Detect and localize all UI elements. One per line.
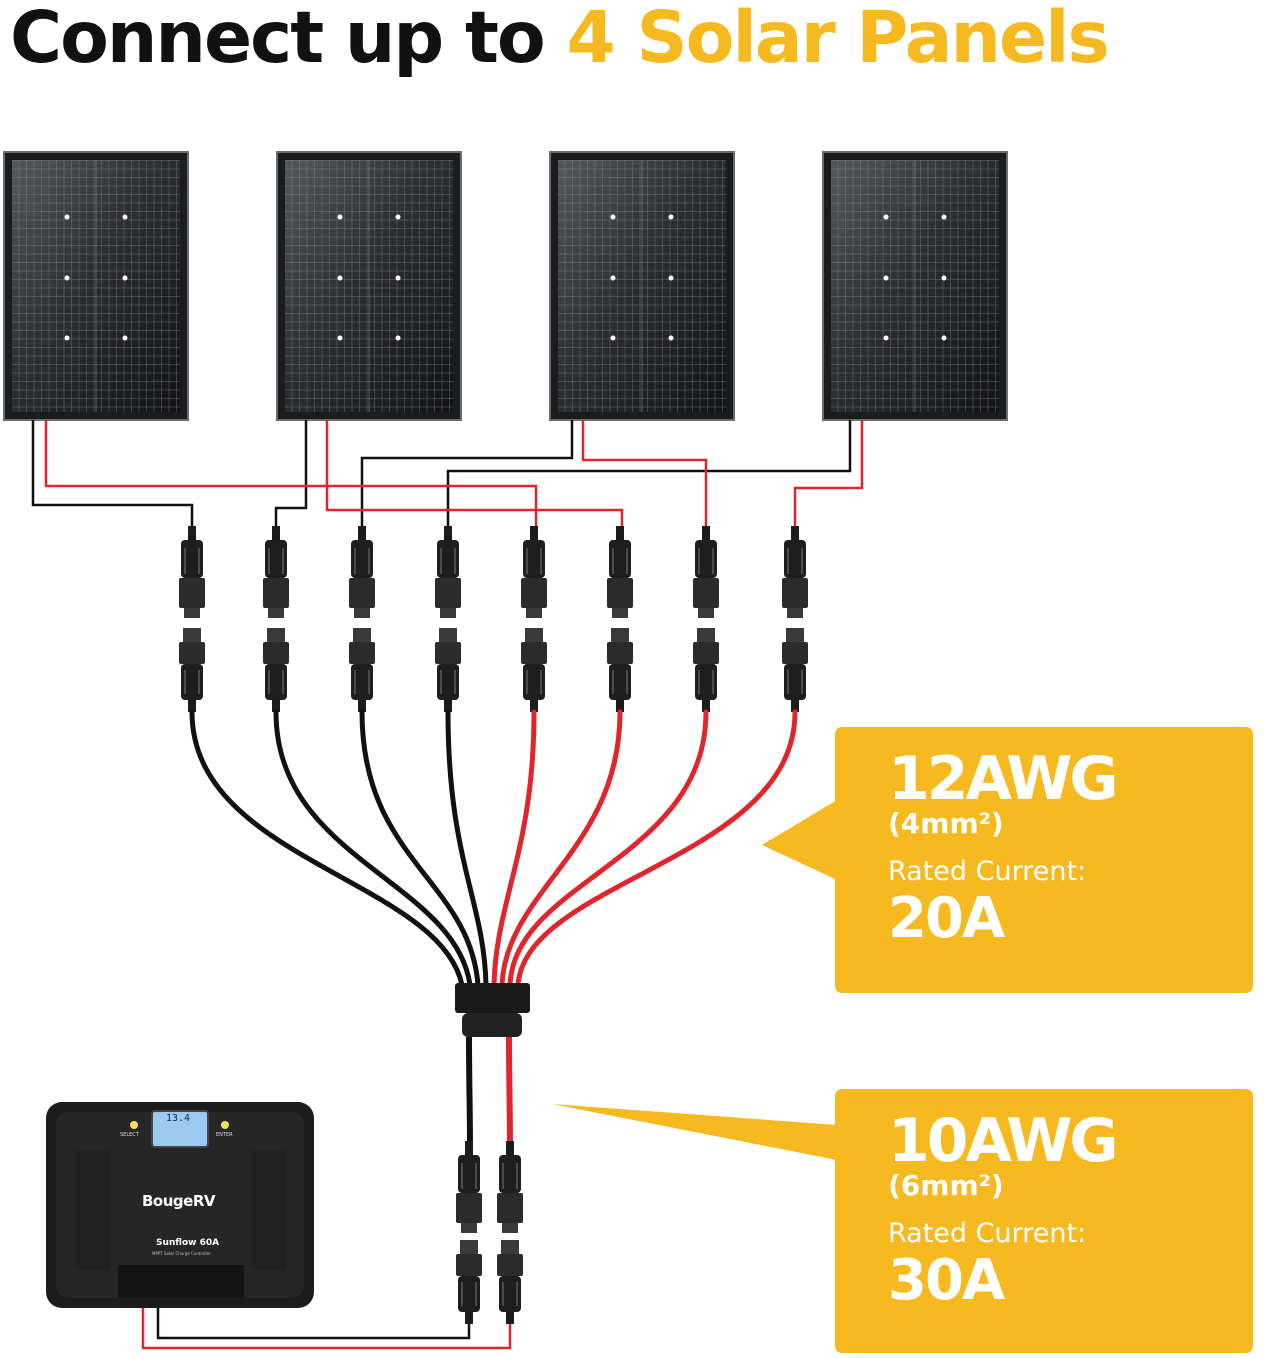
headline: Connect up to 4 Solar Panels — [10, 0, 1110, 83]
spec-gauge: 12AWG — [888, 744, 1119, 814]
positive-panel-wires — [44, 420, 864, 535]
headline-text: Connect up to — [10, 0, 567, 79]
controller-brand: BougeRV — [142, 1192, 216, 1210]
spec-rated-label: Rated Current: — [888, 1217, 1087, 1249]
branch-cables — [189, 709, 798, 988]
controller-lcd-value: 13.4 — [166, 1113, 191, 1124]
spec-box-10awg: 10AWG (6mm²) Rated Current: 30A — [835, 1089, 1253, 1353]
spec-rated-label: Rated Current: — [888, 855, 1087, 887]
controller-select-label: SELECT — [120, 1132, 139, 1138]
headline-highlight: 4 Solar Panels — [566, 0, 1109, 79]
spec-gauge: 10AWG — [888, 1106, 1119, 1176]
solar-panel-2 — [276, 151, 462, 421]
controller-model: Sunflow 60A — [156, 1238, 220, 1248]
controller-subtitle: MPPT Solar Charge Controller — [152, 1251, 211, 1256]
negative-panel-wires — [31, 420, 852, 535]
spec-rated-value: 30A — [888, 1247, 1005, 1313]
upper-connectors — [178, 525, 809, 619]
spec-box-12awg: 12AWG (4mm²) Rated Current: 20A — [835, 727, 1253, 993]
spec-cross-section: (4mm²) — [888, 807, 1004, 840]
pointer-10awg — [552, 1104, 837, 1160]
spec-cross-section: (6mm²) — [888, 1169, 1004, 1202]
charge-controller — [46, 1102, 314, 1308]
combiner-block — [455, 983, 530, 1037]
solar-panel-4 — [822, 151, 1008, 421]
solar-panel-3 — [549, 151, 735, 421]
solar-panel-1 — [3, 151, 189, 421]
controller-enter-label: ENTER — [216, 1132, 233, 1138]
spec-rated-value: 20A — [888, 885, 1005, 951]
pointer-12awg — [762, 800, 837, 880]
lower-connectors — [178, 627, 809, 713]
